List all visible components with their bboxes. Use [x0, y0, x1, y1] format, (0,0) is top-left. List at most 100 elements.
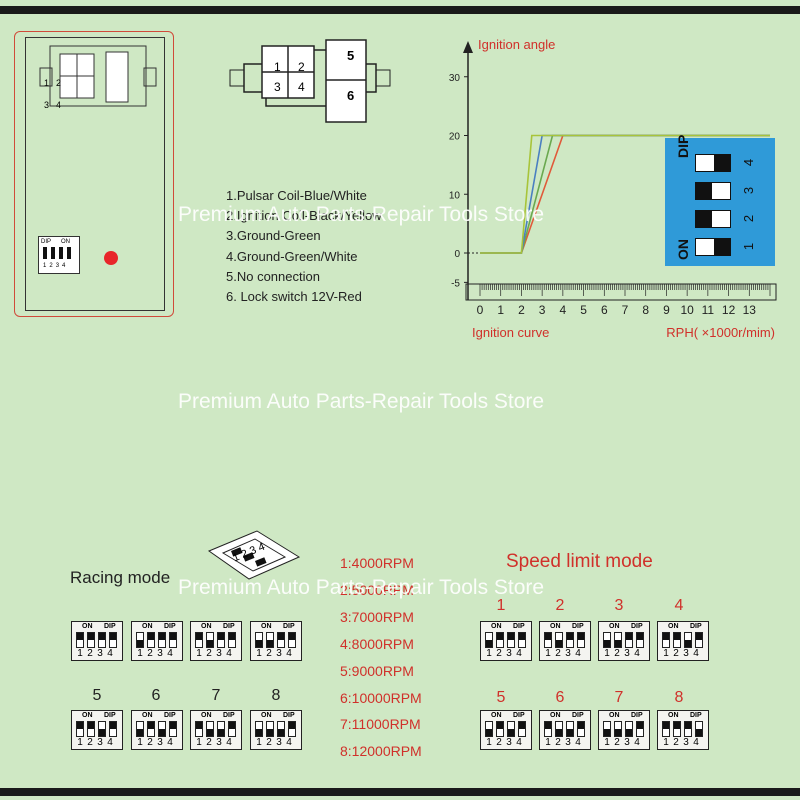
dip-switch-knob: [578, 633, 584, 640]
connector-pin-1: 1: [274, 60, 281, 74]
cdi-pin-2: 2: [56, 78, 62, 88]
dip-switch-knob: [88, 722, 94, 729]
dip-switch-slot: [636, 632, 644, 648]
dip-switch-slot: [518, 721, 526, 737]
speed-label-8: 8: [674, 689, 684, 706]
dip-switch-knob: [256, 729, 262, 736]
dip-label: DIP: [572, 712, 584, 719]
dip-switch-slot: [169, 632, 177, 648]
dip-switch-knob: [545, 633, 551, 640]
dip-label: DIP: [690, 623, 702, 630]
dip-on-label: ON: [668, 623, 679, 630]
racing-label-5: 5: [92, 687, 102, 704]
dip-switch-slot: [496, 721, 504, 737]
dip-switch-slot: [603, 721, 611, 737]
dip-switch-slot: [87, 632, 95, 648]
x-tick-label: 10: [680, 303, 694, 317]
cdi-dip-label: DIP: [41, 239, 52, 245]
dip-switch-knob: [110, 722, 116, 729]
x-tick-label: 7: [622, 303, 629, 317]
dip-switch-knob: [289, 722, 295, 729]
cdi-dip-switch: DIP ON 1234: [38, 236, 80, 274]
speed-label-7: 7: [614, 689, 624, 706]
dip-label: DIP: [223, 623, 235, 630]
rpm-item: 3:7000RPM: [340, 608, 414, 625]
dip-switch-slot: [217, 721, 225, 737]
dip-switch-knob: [556, 729, 562, 736]
dip-switch-knob: [110, 633, 116, 640]
racing-label-8: 8: [271, 687, 281, 704]
dip-switch-slot: [555, 632, 563, 648]
dip-switch-slot: [195, 721, 203, 737]
dip-switch-slot: [544, 632, 552, 648]
dip-switch-slot: [206, 632, 214, 648]
dip-switch-slot: [288, 721, 296, 737]
dip-switch-slot: [496, 632, 504, 648]
dip-switch-knob: [508, 633, 514, 640]
dip-switch-knob: [229, 633, 235, 640]
dip-switch-knob: [674, 722, 680, 729]
blue-dip-number: 2: [741, 214, 757, 223]
rpm-item: 5:9000RPM: [340, 662, 414, 679]
dip-on-label: ON: [550, 623, 561, 630]
ignition-series-line: [480, 134, 770, 254]
dip-switch-knob: [170, 633, 176, 640]
racing-dip-perspective-icon: [207, 530, 301, 580]
watermark-text: Premium Auto Parts-Repair Tools Store: [178, 203, 545, 226]
dip-label: DIP: [223, 712, 235, 719]
racing-label-7: 7: [211, 687, 221, 704]
rpm-item: 1:4000RPM: [340, 555, 414, 571]
speed-limit-title: Speed limit mode: [506, 551, 653, 572]
x-tick-label: 11: [702, 303, 715, 317]
dip-switch-slot: [158, 632, 166, 648]
dip-label: DIP: [513, 712, 525, 719]
blue-dip-label: DIP: [675, 134, 691, 158]
dip-switch-slot: [684, 632, 692, 648]
dip-switch-slot: [158, 721, 166, 737]
x-tick-label: 0: [477, 303, 484, 317]
dip-switch-slot: [485, 721, 493, 737]
speed-label-3: 3: [614, 597, 624, 614]
dip-switch-knob: [148, 633, 154, 640]
dip-switch-slot: [109, 632, 117, 648]
racing-label-6: 6: [151, 687, 161, 704]
dip-on-label: ON: [82, 623, 93, 630]
dip-switch-slot: [87, 721, 95, 737]
dip-switch-slot: [228, 632, 236, 648]
dip-on-label: ON: [668, 712, 679, 719]
speed-label-1: 1: [496, 597, 506, 614]
dip-switch-slot: [288, 632, 296, 648]
dip-switch-slot: [507, 632, 515, 648]
watermark-text: Premium Auto Parts-Repair Tools Store: [178, 576, 545, 599]
racing-mode-title: Racing mode: [70, 568, 171, 587]
dip-label: DIP: [572, 623, 584, 630]
dip-switch-slot: [485, 632, 493, 648]
dip-switch-knob: [486, 729, 492, 736]
bottom-border: [0, 788, 800, 796]
dip-on-label: ON: [550, 712, 561, 719]
speed-label-5: 5: [496, 689, 506, 706]
dip-switch-slot: [277, 632, 285, 648]
dip-switch-slot: [169, 721, 177, 737]
y-tick-label: 0: [454, 249, 460, 260]
dip-switch-knob: [685, 722, 691, 729]
cdi-dip-pins: 1234: [43, 263, 69, 269]
cdi-unit-body: 1 2 3 4 DIP ON 1234: [25, 37, 165, 311]
dip-switch-slot: [662, 721, 670, 737]
cdi-pin-1: 1: [44, 78, 50, 88]
dip-switch-knob: [267, 640, 273, 647]
wiring-item: 1.Pulsar Coil-Blue/White: [226, 188, 367, 203]
dip-switch-slot: [266, 632, 274, 648]
dip-switch-knob: [170, 722, 176, 729]
dip-switch-knob: [604, 729, 610, 736]
dip-on-label: ON: [201, 623, 212, 630]
x-tick-label: 6: [601, 303, 608, 317]
dip-switch-knob: [256, 640, 262, 647]
